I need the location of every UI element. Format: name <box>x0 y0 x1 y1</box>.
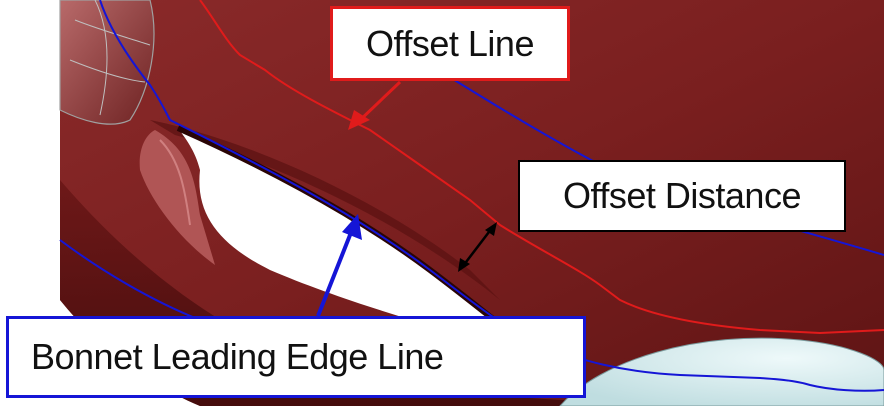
bonnet-leading-edge-line-callout: Bonnet Leading Edge Line <box>6 316 586 398</box>
offset-line-pointer <box>356 80 402 124</box>
bonnet-surface <box>60 0 884 406</box>
offset-distance-callout: Offset Distance <box>518 160 846 232</box>
bonnet-edge-pointer <box>316 229 354 317</box>
headlamp-recess <box>139 130 215 265</box>
offset-line <box>199 0 884 335</box>
offset-line-callout: Offset Line <box>330 6 570 81</box>
bonnet-edge-arrowhead <box>342 214 362 240</box>
offset-line-arrowhead <box>348 110 370 130</box>
offset-distance-arrow <box>462 227 493 267</box>
headlamp-lens <box>559 337 884 406</box>
bonnet-leading-edge-line <box>99 0 884 392</box>
lower-blue-line <box>59 239 201 321</box>
